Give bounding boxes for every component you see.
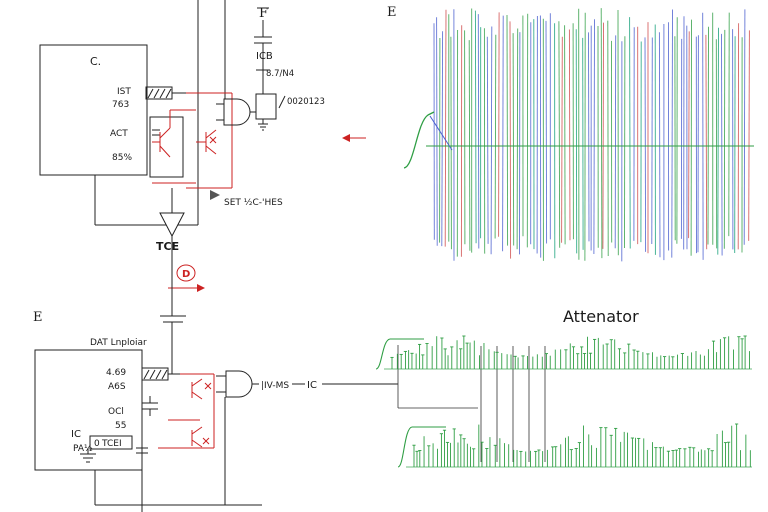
oscilloscope-burst-chart bbox=[403, 8, 754, 262]
label-attenuator: Attenator bbox=[563, 307, 639, 326]
pulse-train-lower bbox=[397, 423, 752, 468]
waveform-connector-lines bbox=[397, 345, 546, 462]
link-capacitor bbox=[160, 258, 186, 374]
bottom-circuit-block bbox=[34, 345, 546, 512]
label-a6s: A6S bbox=[108, 382, 126, 392]
label-469: 4.69 bbox=[106, 368, 126, 378]
label-icb: ICB bbox=[256, 51, 273, 62]
label-dat: DAT Lnploiar bbox=[90, 338, 147, 348]
resistor-r1 bbox=[145, 86, 186, 100]
label-ist: IST bbox=[117, 87, 131, 97]
label-f-top: F bbox=[259, 6, 268, 21]
label-act: ACT bbox=[110, 129, 128, 139]
circuit-schematic bbox=[34, 0, 546, 512]
label-zero: 0 bbox=[94, 439, 100, 449]
label-e-bottom: E bbox=[33, 310, 43, 325]
label-c-title: C. bbox=[90, 55, 101, 68]
ground-symbol bbox=[80, 448, 96, 463]
label-ic-left: IC bbox=[71, 429, 81, 440]
label-net-87n4: 8.7/N4 bbox=[266, 69, 294, 79]
red-transistor-network-top bbox=[152, 92, 233, 189]
d-marker-arrow bbox=[168, 264, 205, 292]
label-d-marker: D bbox=[182, 269, 190, 280]
resistor-r2 bbox=[141, 367, 180, 381]
label-tce: TCE bbox=[156, 240, 179, 253]
label-ic-wire: IC bbox=[307, 380, 317, 391]
label-55: 55 bbox=[115, 421, 126, 431]
bottom-bus-wires bbox=[94, 397, 262, 512]
top-circuit-block bbox=[39, 0, 286, 374]
ocl-capacitor bbox=[142, 396, 158, 416]
label-85pct: 85% bbox=[112, 153, 132, 163]
label-scope-e: E bbox=[387, 5, 397, 20]
red-left-arrow bbox=[342, 134, 366, 142]
icb-branch bbox=[254, 7, 286, 131]
label-pa: PA½ bbox=[73, 444, 93, 454]
labels: C. IST 763 ACT 85% F ICB 8.7/N4 0020123 … bbox=[33, 5, 639, 454]
and-gate-top bbox=[216, 98, 256, 126]
label-ivms: |IV-MS bbox=[261, 381, 289, 391]
label-part-no: 0020123 bbox=[287, 97, 325, 107]
inner-component-box bbox=[149, 116, 184, 178]
label-set-line: SET ½C-'HES bbox=[224, 198, 283, 208]
crystal-symbol bbox=[136, 443, 148, 460]
label-763: 763 bbox=[112, 100, 129, 110]
label-tcei: TCEI bbox=[101, 439, 122, 449]
and-gate-bottom bbox=[216, 370, 398, 398]
buffer-triangle bbox=[159, 188, 185, 258]
red-transistor-network-bottom bbox=[158, 373, 215, 449]
tcei-box bbox=[89, 435, 133, 450]
pulse-train-upper bbox=[375, 335, 752, 370]
label-ocl: OCl bbox=[108, 407, 124, 417]
set-flag bbox=[210, 190, 220, 200]
